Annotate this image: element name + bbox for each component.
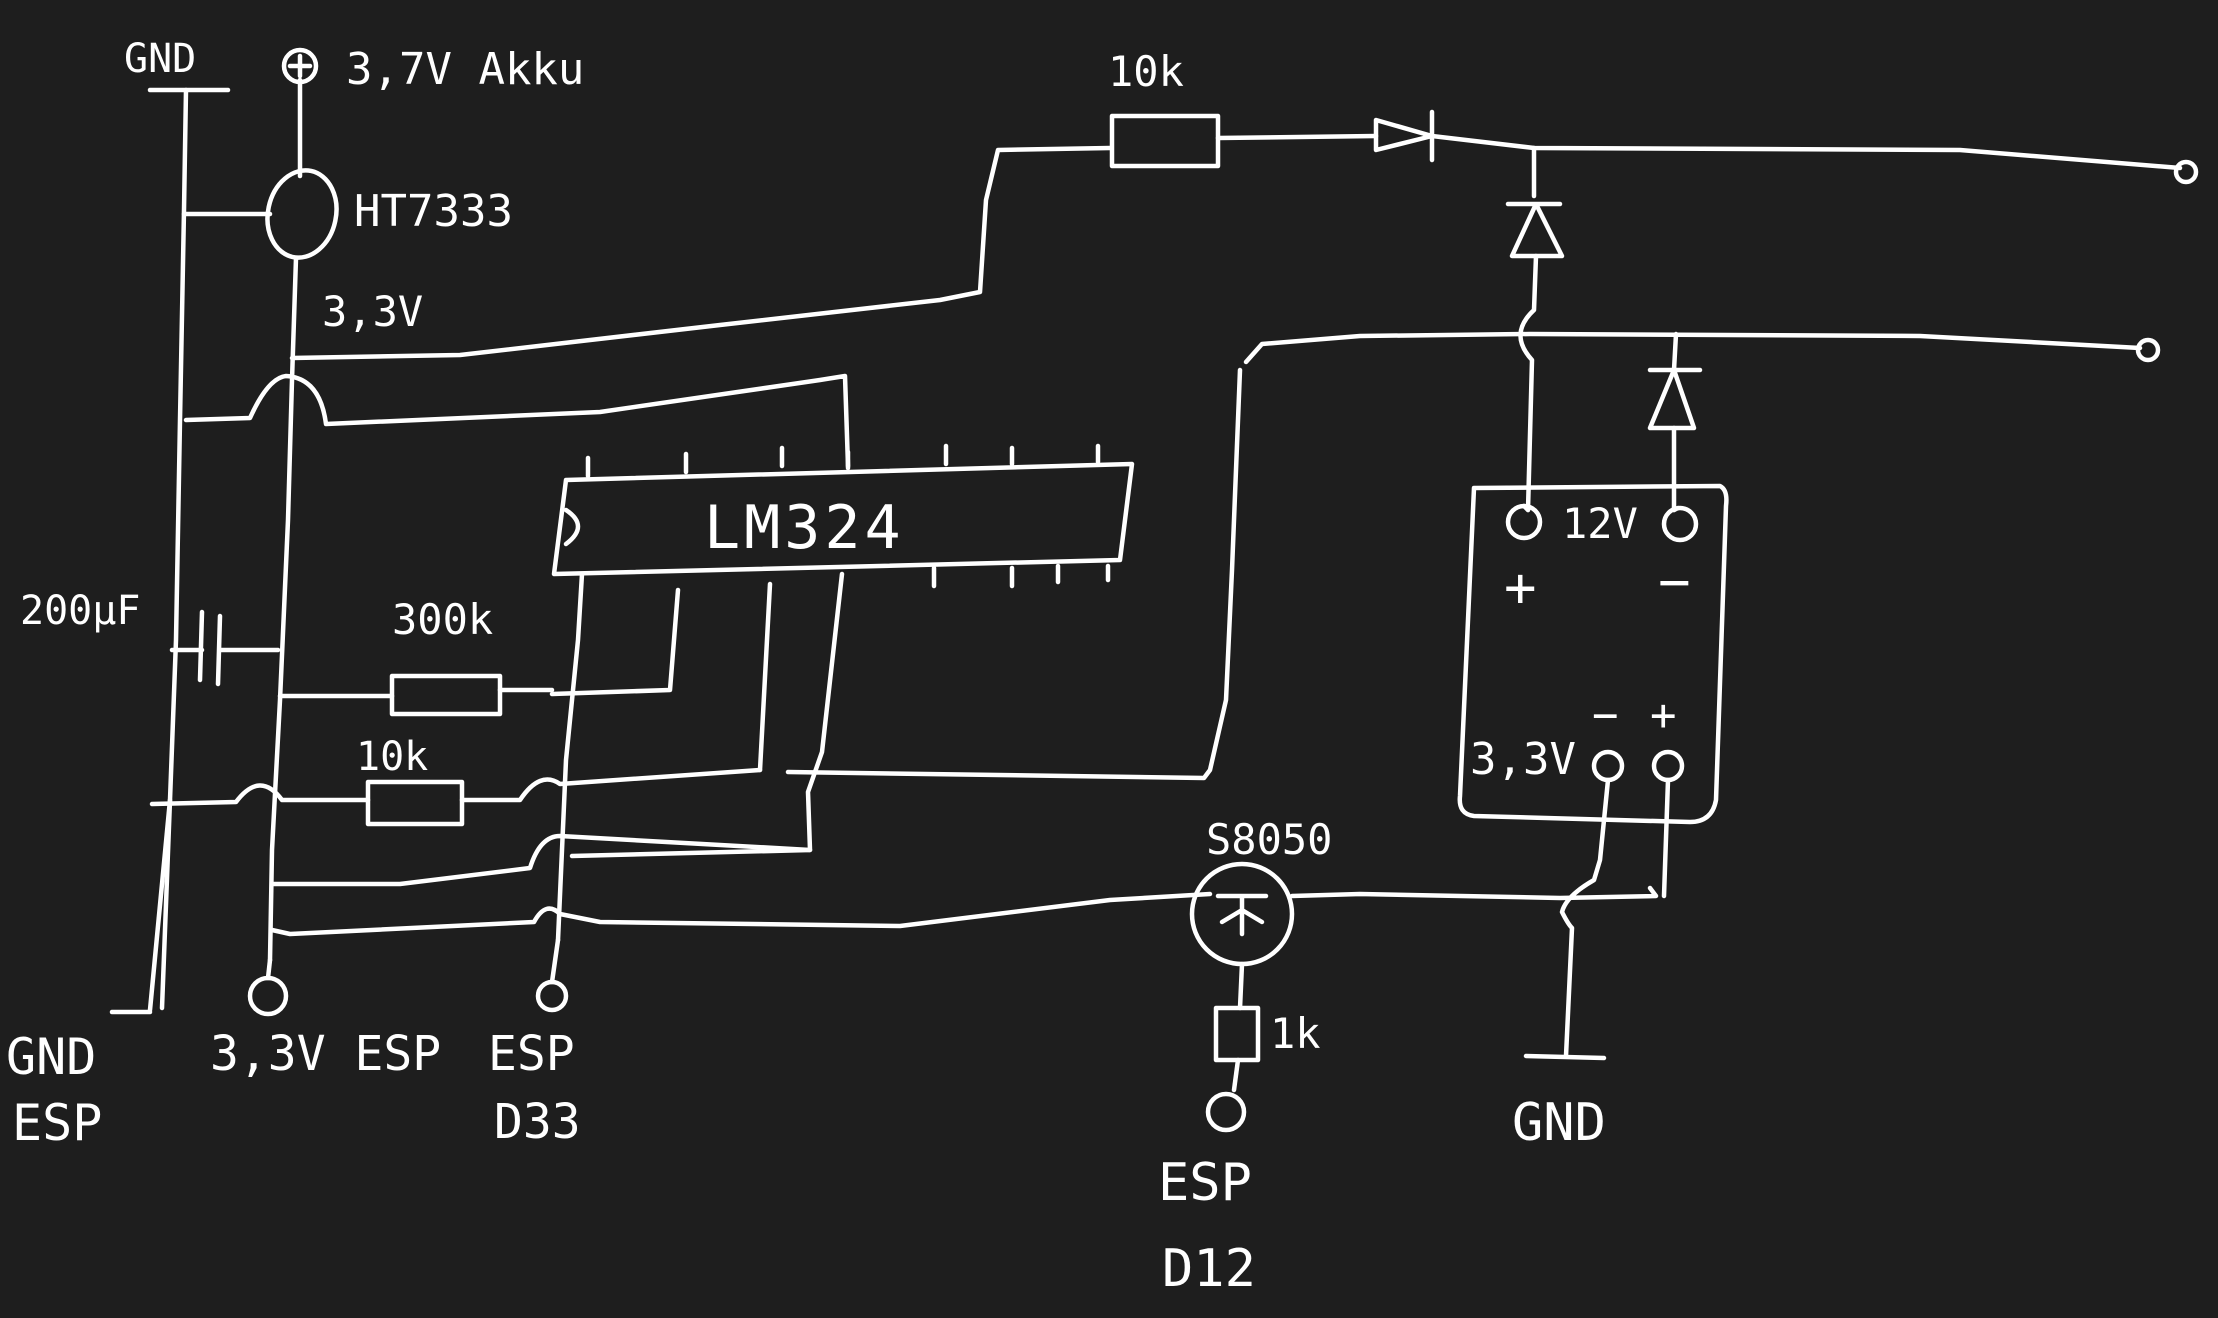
label-regulator: HT7333 xyxy=(354,186,513,237)
module-plus-to-s8050-wire xyxy=(1661,777,1671,899)
module-33v-minus-terminal xyxy=(1591,749,1625,783)
label-r10k-top: 10k xyxy=(1108,47,1184,96)
label-v33-esp: 3,3V ESP xyxy=(210,1026,441,1082)
r300k-wire xyxy=(277,687,555,699)
module-minus-to-gnd-wire xyxy=(1559,777,1611,1059)
label-d12-2: D12 xyxy=(1162,1239,1256,1299)
label-s8050: S8050 xyxy=(1206,815,1332,864)
vcc-to-10k-wire xyxy=(289,145,1113,361)
label-r300k: 300k xyxy=(392,595,493,644)
output-terminal-bottom xyxy=(2135,337,2161,363)
label-r1k: 1k xyxy=(1270,1009,1321,1058)
label-d12-1: ESP xyxy=(1158,1153,1252,1213)
ht7333-regulator-symbol xyxy=(265,168,339,260)
label-gnd-esp-2: ESP xyxy=(12,1094,102,1152)
lm324-ic-body xyxy=(551,461,1135,577)
label-battery: 3,7V Akku xyxy=(346,44,584,95)
diode-top-horizontal xyxy=(1373,109,1435,163)
resistor-300k xyxy=(389,673,503,717)
top-output-wire xyxy=(1429,133,2183,171)
feed-wire-b xyxy=(269,891,1213,937)
module-33v-plus-terminal xyxy=(1651,749,1685,783)
s8050-base-wire xyxy=(1237,961,1245,1011)
label-module-plus-bot: + xyxy=(1650,690,1677,741)
label-lm324: LM324 xyxy=(704,493,905,563)
step-up-module-box xyxy=(1457,483,1729,825)
opamp-pin-wire-2 xyxy=(549,587,681,697)
diode-vertical-2 xyxy=(1647,367,1703,431)
opamp-pin-wire-4 xyxy=(569,571,845,859)
label-d33-2: D33 xyxy=(494,1094,581,1150)
battery-plus-terminal xyxy=(281,47,319,85)
gnd-right-bar xyxy=(1523,1053,1607,1061)
opamp-pin-wire-1 xyxy=(555,571,585,943)
s8050-to-gnd-wire xyxy=(1289,885,1659,901)
module-wire-ends xyxy=(1521,503,1681,513)
gnd-esp-wire xyxy=(147,797,173,1013)
gnd-rail-wire xyxy=(159,87,189,1011)
esp-33v-wire xyxy=(265,957,273,981)
label-module-12v: 12V xyxy=(1562,499,1638,548)
label-module-minus-top: − xyxy=(1658,550,1691,613)
r10k-low-wire xyxy=(149,767,763,807)
output-terminal-top xyxy=(2173,159,2199,185)
esp-d12-terminal xyxy=(1205,1091,1247,1133)
label-module-33v: 3,3V xyxy=(1470,734,1576,785)
label-cap: 200µF xyxy=(20,588,140,634)
esp-d33-wire xyxy=(549,937,561,985)
esp-33v-terminal xyxy=(247,975,289,1017)
resistor-10k-top xyxy=(1109,113,1221,169)
capacitor-200uf xyxy=(169,609,281,687)
battery-plus-sign xyxy=(287,53,313,79)
opamp-output-wire xyxy=(785,367,1243,781)
label-gnd-top: GND xyxy=(124,36,196,82)
label-r10k-low: 10k xyxy=(356,734,428,780)
diode-vertical-1 xyxy=(1505,201,1565,259)
vcc-33-rail-wire xyxy=(267,255,299,963)
diode-vertical-wire-lower xyxy=(1518,253,1539,513)
esp-d33-terminal xyxy=(535,979,569,1013)
lm324-notch xyxy=(563,507,581,547)
label-module-plus-top: + xyxy=(1504,556,1537,619)
module-12v-plus-terminal xyxy=(1505,503,1543,541)
opamp-pin-wire-3 xyxy=(757,581,773,773)
second-output-wire xyxy=(1243,331,2143,365)
resistor-1k xyxy=(1213,1005,1261,1063)
label-module-minus-bot: − xyxy=(1592,690,1619,741)
module-12v-minus-terminal xyxy=(1661,505,1699,543)
vcc-to-opamp-wire xyxy=(183,373,851,469)
label-d33-1: ESP xyxy=(488,1026,575,1082)
label-reg-out: 3,3V xyxy=(322,287,423,336)
r10k-to-diode-wire xyxy=(1215,133,1379,141)
label-gnd-esp-1: GND xyxy=(6,1028,96,1086)
r1k-to-d12-wire xyxy=(1231,1057,1241,1093)
diode2-wire xyxy=(1671,331,1679,513)
lm324-bottom-pins xyxy=(931,563,1111,589)
s8050-inner xyxy=(1215,893,1269,937)
lm324-top-pins xyxy=(585,443,1101,479)
resistor-10k-low xyxy=(365,779,465,827)
feed-wire-a xyxy=(269,833,813,887)
label-gnd-right: GND xyxy=(1512,1093,1606,1153)
